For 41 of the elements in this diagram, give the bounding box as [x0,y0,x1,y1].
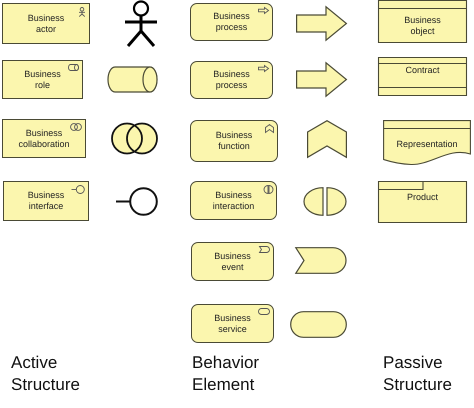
element-label: Business actor [28,12,64,34]
element-box [378,181,467,223]
pill-icon [290,311,347,338]
element-box [190,120,278,162]
element-label: Contract [405,65,440,76]
element-box [190,61,273,99]
element-box [2,119,86,158]
block-arrow-icon [296,6,347,41]
element-label: Business role [24,68,61,90]
stick-figure-icon [122,0,160,48]
split-circle-icon [303,187,347,216]
element-label: Business collaboration [18,128,70,150]
element-box [190,181,277,220]
element-label: Business process [213,69,250,91]
column-heading: Active Structure [11,352,80,396]
element-box [2,60,83,99]
block-arrow-icon [296,62,347,98]
element-box [378,0,467,43]
element-label: Product [406,192,438,203]
element-box [2,3,90,44]
element-label: Business process [213,11,250,33]
column-heading: Behavior Element [192,352,260,396]
element-label: Business interaction [212,190,254,212]
element-label: Business function [216,130,252,152]
column-heading: Passive Structure [383,352,452,396]
overlapping-circles-icon [111,122,158,155]
element-label: Business service [214,312,251,334]
notched-tag-icon [295,247,347,274]
element-label: Business object [404,14,441,36]
element-box [190,3,273,41]
cylinder-icon [107,66,158,93]
element-label: Business event [214,250,251,272]
document-shape [383,120,471,166]
element-label: Business interface [28,190,64,212]
element-label: Representation [396,138,458,150]
element-box [191,242,274,281]
element-box [378,57,467,96]
lollipop-icon [115,187,158,216]
element-box [3,181,89,221]
chevron-icon [307,120,347,158]
element-box [191,304,274,343]
